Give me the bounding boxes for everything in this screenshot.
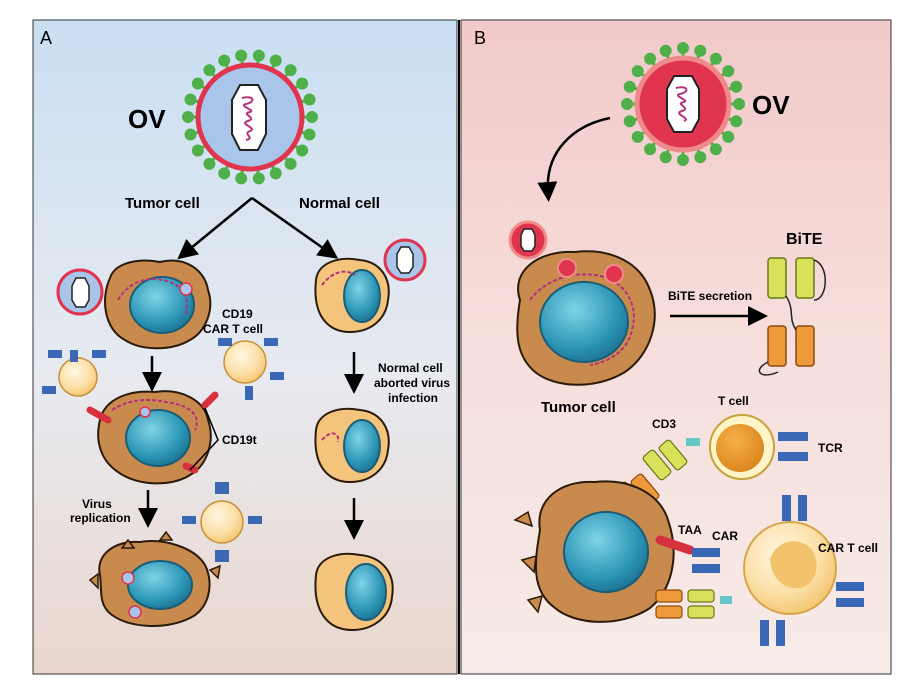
branch-arrow-left bbox=[177, 197, 253, 260]
virus-spike-tip bbox=[722, 130, 735, 143]
normal-cell-a3 bbox=[314, 552, 394, 632]
bite-label: BiTE bbox=[786, 231, 823, 248]
car-label: CAR bbox=[712, 529, 738, 543]
virus-spike-tip bbox=[235, 49, 248, 62]
virus-spike-tip bbox=[269, 54, 282, 67]
branch-arrow-right bbox=[251, 196, 339, 259]
virus-spike-tip bbox=[296, 144, 309, 157]
virus-spike-tip bbox=[623, 115, 636, 128]
ov-virus-small-a1 bbox=[56, 268, 104, 316]
virus-spike-tip bbox=[182, 111, 194, 123]
virus-spike-tip bbox=[677, 42, 689, 54]
virus-spike-tip bbox=[659, 44, 672, 57]
car-t-cell-a-right bbox=[218, 338, 284, 400]
bite-secretion-label: BiTE secretion bbox=[668, 289, 752, 303]
virus-spike-tip bbox=[621, 98, 633, 110]
virus-spike-tip bbox=[191, 77, 204, 90]
virus-spike-tip bbox=[303, 128, 316, 141]
virus-spike-tip bbox=[694, 44, 707, 57]
ov-virus-red-small bbox=[508, 220, 548, 260]
taa-label: TAA bbox=[678, 523, 702, 537]
ov-label-b: OV bbox=[752, 90, 790, 120]
virus-spike-tip bbox=[709, 52, 722, 65]
virus-spike-tip bbox=[730, 115, 743, 128]
tumor-cell-b bbox=[516, 250, 656, 386]
virus-spike-tip bbox=[203, 64, 216, 77]
car-t-cell-label-b: CAR T cell bbox=[818, 541, 878, 555]
normal-aborted-line1: Normal cell bbox=[378, 361, 443, 375]
virus-spike-tip bbox=[269, 167, 282, 180]
curved-arrow-b bbox=[537, 116, 611, 202]
virus-spike-tip bbox=[623, 80, 636, 93]
virus-spike-tip bbox=[306, 111, 318, 123]
virus-spike-tip bbox=[644, 143, 657, 156]
virus-spike-tip bbox=[659, 151, 672, 164]
t-cell-label: T cell bbox=[718, 394, 749, 408]
car-t-label-line1-a: CD19 bbox=[222, 307, 253, 321]
normal-cell-a1 bbox=[314, 257, 390, 334]
bite-bound-bottom bbox=[655, 589, 732, 619]
bite-molecule bbox=[758, 257, 826, 376]
virus-spike-tip bbox=[235, 172, 248, 185]
virus-spike-tip bbox=[709, 143, 722, 156]
cd19t-pointer bbox=[189, 407, 219, 471]
cd19t-label: CD19t bbox=[222, 433, 257, 447]
virus-spike-tip bbox=[218, 54, 231, 67]
virus-replication-line1: Virus bbox=[82, 497, 112, 511]
cd3-label: CD3 bbox=[652, 417, 676, 431]
virus-spike-tip bbox=[252, 49, 265, 62]
virus-spike-tip bbox=[252, 172, 265, 185]
virus-replication-line2: replication bbox=[70, 511, 131, 525]
virus-spike-tip bbox=[218, 167, 231, 180]
ov-virus-small-a2 bbox=[383, 238, 427, 282]
virus-spike-tip bbox=[722, 65, 735, 78]
car-t-cell-b bbox=[692, 495, 864, 646]
virus-spike-tip bbox=[631, 130, 644, 143]
ov-virus-red-large bbox=[621, 42, 745, 166]
t-cell bbox=[686, 414, 808, 480]
virus-spike-tip bbox=[284, 157, 297, 170]
virus-spike-tip bbox=[694, 151, 707, 164]
ov-virus-large bbox=[182, 49, 318, 185]
tumor-cell-label-a: Tumor cell bbox=[125, 195, 200, 212]
tumor-cell-label-b: Tumor cell bbox=[541, 399, 616, 416]
virus-spike-tip bbox=[284, 64, 297, 77]
virus-spike-tip bbox=[644, 52, 657, 65]
virus-spike-tip bbox=[184, 93, 197, 106]
normal-cell-a2 bbox=[314, 407, 390, 484]
virus-spike-tip bbox=[191, 144, 204, 157]
lysed-tumor-cell-a bbox=[88, 530, 221, 627]
normal-aborted-line3: infection bbox=[388, 391, 438, 405]
car-t-label-line2-a: CAR T cell bbox=[203, 322, 263, 336]
tumor-cell-a1 bbox=[104, 259, 212, 350]
virus-spike-tip bbox=[203, 157, 216, 170]
tumor-cell-b-bottom bbox=[513, 480, 695, 623]
virus-spike-tip bbox=[733, 98, 745, 110]
virus-spike-tip bbox=[184, 128, 197, 141]
normal-aborted-line2: aborted virus bbox=[374, 376, 450, 390]
virus-spike-tip bbox=[631, 65, 644, 78]
ov-label-a: OV bbox=[128, 104, 166, 134]
car-t-cell-a-bottom bbox=[182, 482, 262, 562]
tumor-cell-a2 bbox=[86, 390, 219, 485]
virus-spike-tip bbox=[677, 154, 689, 166]
tcr-label: TCR bbox=[818, 441, 843, 455]
virus-spike-tip bbox=[296, 77, 309, 90]
virus-spike-tip bbox=[730, 80, 743, 93]
virus-spike-tip bbox=[303, 93, 316, 106]
panel-b-letter: B bbox=[474, 28, 486, 48]
panel-a-letter: A bbox=[40, 28, 52, 48]
normal-cell-label-a: Normal cell bbox=[299, 195, 380, 212]
car-t-cell-a-left bbox=[42, 350, 106, 397]
